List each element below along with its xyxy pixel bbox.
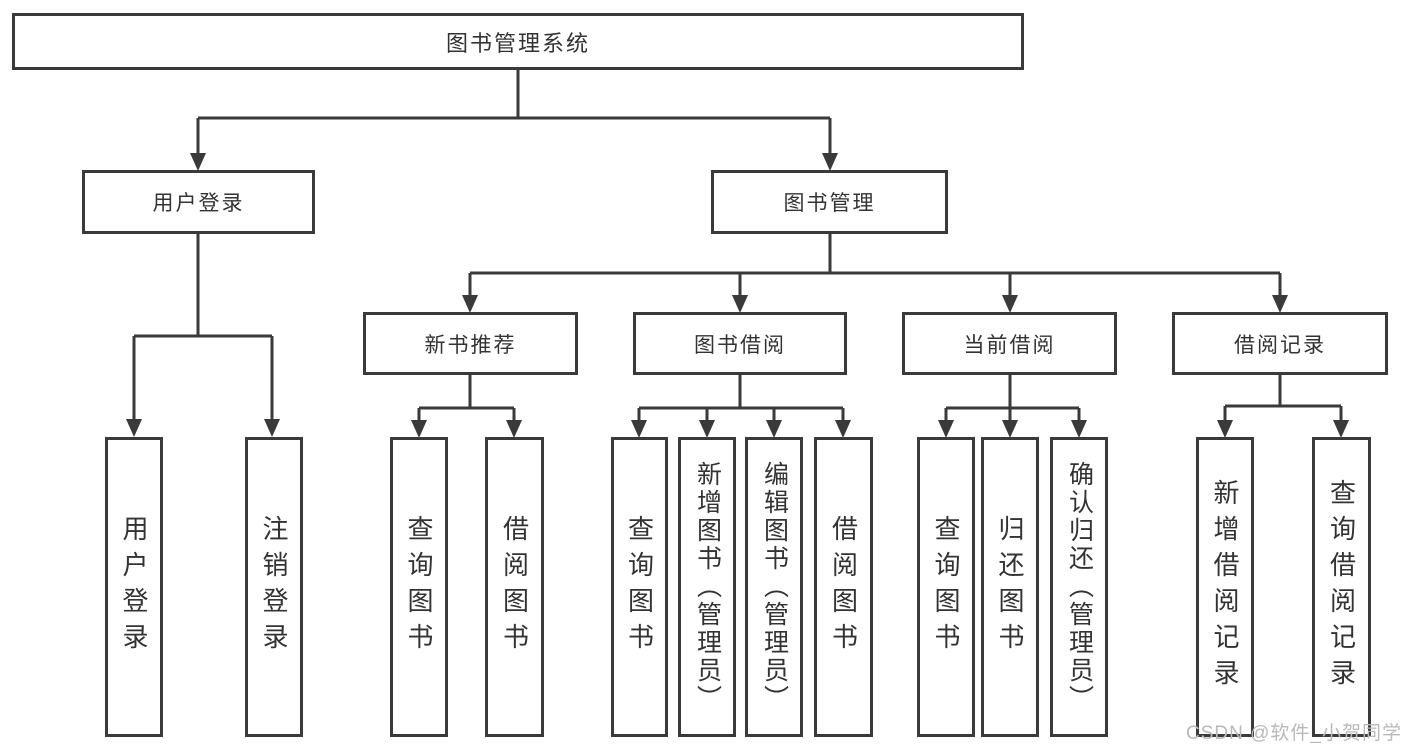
leaf-query-books-1: 查询图书 [390, 437, 448, 737]
leaf-borrow-books-2-label: 借阅图书 [828, 515, 859, 659]
leaf-borrow-books-1: 借阅图书 [485, 437, 544, 737]
arrowhead [835, 420, 851, 438]
node-new-book-recommend: 新书推荐 [363, 312, 578, 375]
arrowhead [732, 295, 748, 313]
node-book-borrow: 图书借阅 [633, 312, 847, 375]
node-root: 图书管理系统 [12, 13, 1024, 70]
arrowhead [1002, 295, 1018, 313]
watermark-text: CSDN @软件_小贺同学 [1186, 723, 1402, 744]
arrowhead [1217, 420, 1233, 438]
leaf-add-book-admin: 新增图书（管理员） [678, 437, 736, 737]
connector-user-login [132, 233, 274, 421]
leaf-borrow-books-1-label: 借阅图书 [499, 515, 530, 659]
node-user-login: 用户登录 [82, 170, 315, 234]
leaf-query-books-2: 查询图书 [611, 437, 668, 737]
node-book-management: 图书管理 [711, 170, 948, 234]
connector-book-borrow [637, 375, 845, 421]
leaf-query-books-1-label: 查询图书 [404, 515, 434, 659]
leaf-user-login: 用户登录 [105, 437, 163, 737]
arrowhead [1071, 420, 1087, 438]
arrowhead [462, 295, 478, 313]
arrowhead [1333, 420, 1349, 438]
leaf-return-book: 归还图书 [981, 437, 1039, 737]
node-root-label: 图书管理系统 [445, 30, 590, 56]
leaf-add-book-admin-label: 新增图书（管理员） [693, 461, 722, 713]
leaf-borrow-books-2: 借阅图书 [814, 437, 873, 737]
node-current-borrow: 当前借阅 [902, 312, 1117, 375]
leaf-query-borrow-record: 查询借阅记录 [1312, 437, 1371, 737]
leaf-logout-label: 注销登录 [259, 515, 289, 659]
connector-current-borrow [944, 375, 1081, 421]
node-user-login-label: 用户登录 [152, 192, 245, 215]
leaf-query-borrow-record-label: 查询借阅记录 [1326, 479, 1357, 695]
arrowhead [699, 420, 715, 438]
leaf-return-book-label: 归还图书 [995, 515, 1025, 659]
leaf-confirm-return-admin-label: 确认归还（管理员） [1065, 461, 1094, 713]
leaf-edit-book-admin: 编辑图书（管理员） [745, 437, 803, 737]
leaf-query-books-3: 查询图书 [917, 437, 975, 737]
arrowhead [822, 153, 838, 171]
arrowhead [506, 420, 522, 438]
node-new-book-recommend-label: 新书推荐 [424, 333, 517, 357]
leaf-logout: 注销登录 [245, 437, 303, 737]
leaf-query-books-2-label: 查询图书 [624, 515, 655, 659]
leaf-query-books-3-label: 查询图书 [931, 515, 961, 659]
arrowhead [411, 420, 427, 438]
connector-book-management [468, 234, 1282, 296]
leaf-add-borrow-record-label: 新增借阅记录 [1210, 479, 1240, 695]
leaf-user-login-label: 用户登录 [119, 515, 149, 659]
connector-new-book [417, 375, 516, 421]
arrowhead [1272, 295, 1288, 313]
node-book-borrow-label: 图书借阅 [694, 333, 786, 357]
node-current-borrow-label: 当前借阅 [963, 333, 1056, 357]
node-borrow-records: 借阅记录 [1172, 312, 1388, 375]
arrowhead [766, 420, 782, 438]
node-borrow-records-label: 借阅记录 [1234, 333, 1326, 357]
leaf-add-borrow-record: 新增借阅记录 [1196, 437, 1254, 737]
connector-root [196, 69, 832, 153]
arrowhead [938, 420, 954, 438]
connector-borrow-records [1223, 375, 1343, 421]
arrowhead [1002, 420, 1018, 438]
leaf-edit-book-admin-label: 编辑图书（管理员） [760, 461, 789, 713]
leaf-confirm-return-admin: 确认归还（管理员） [1050, 437, 1108, 737]
arrowhead [264, 419, 280, 437]
arrowhead [126, 419, 142, 437]
node-book-management-label: 图书管理 [783, 192, 876, 215]
arrowhead [190, 153, 206, 171]
arrowhead [631, 420, 647, 438]
